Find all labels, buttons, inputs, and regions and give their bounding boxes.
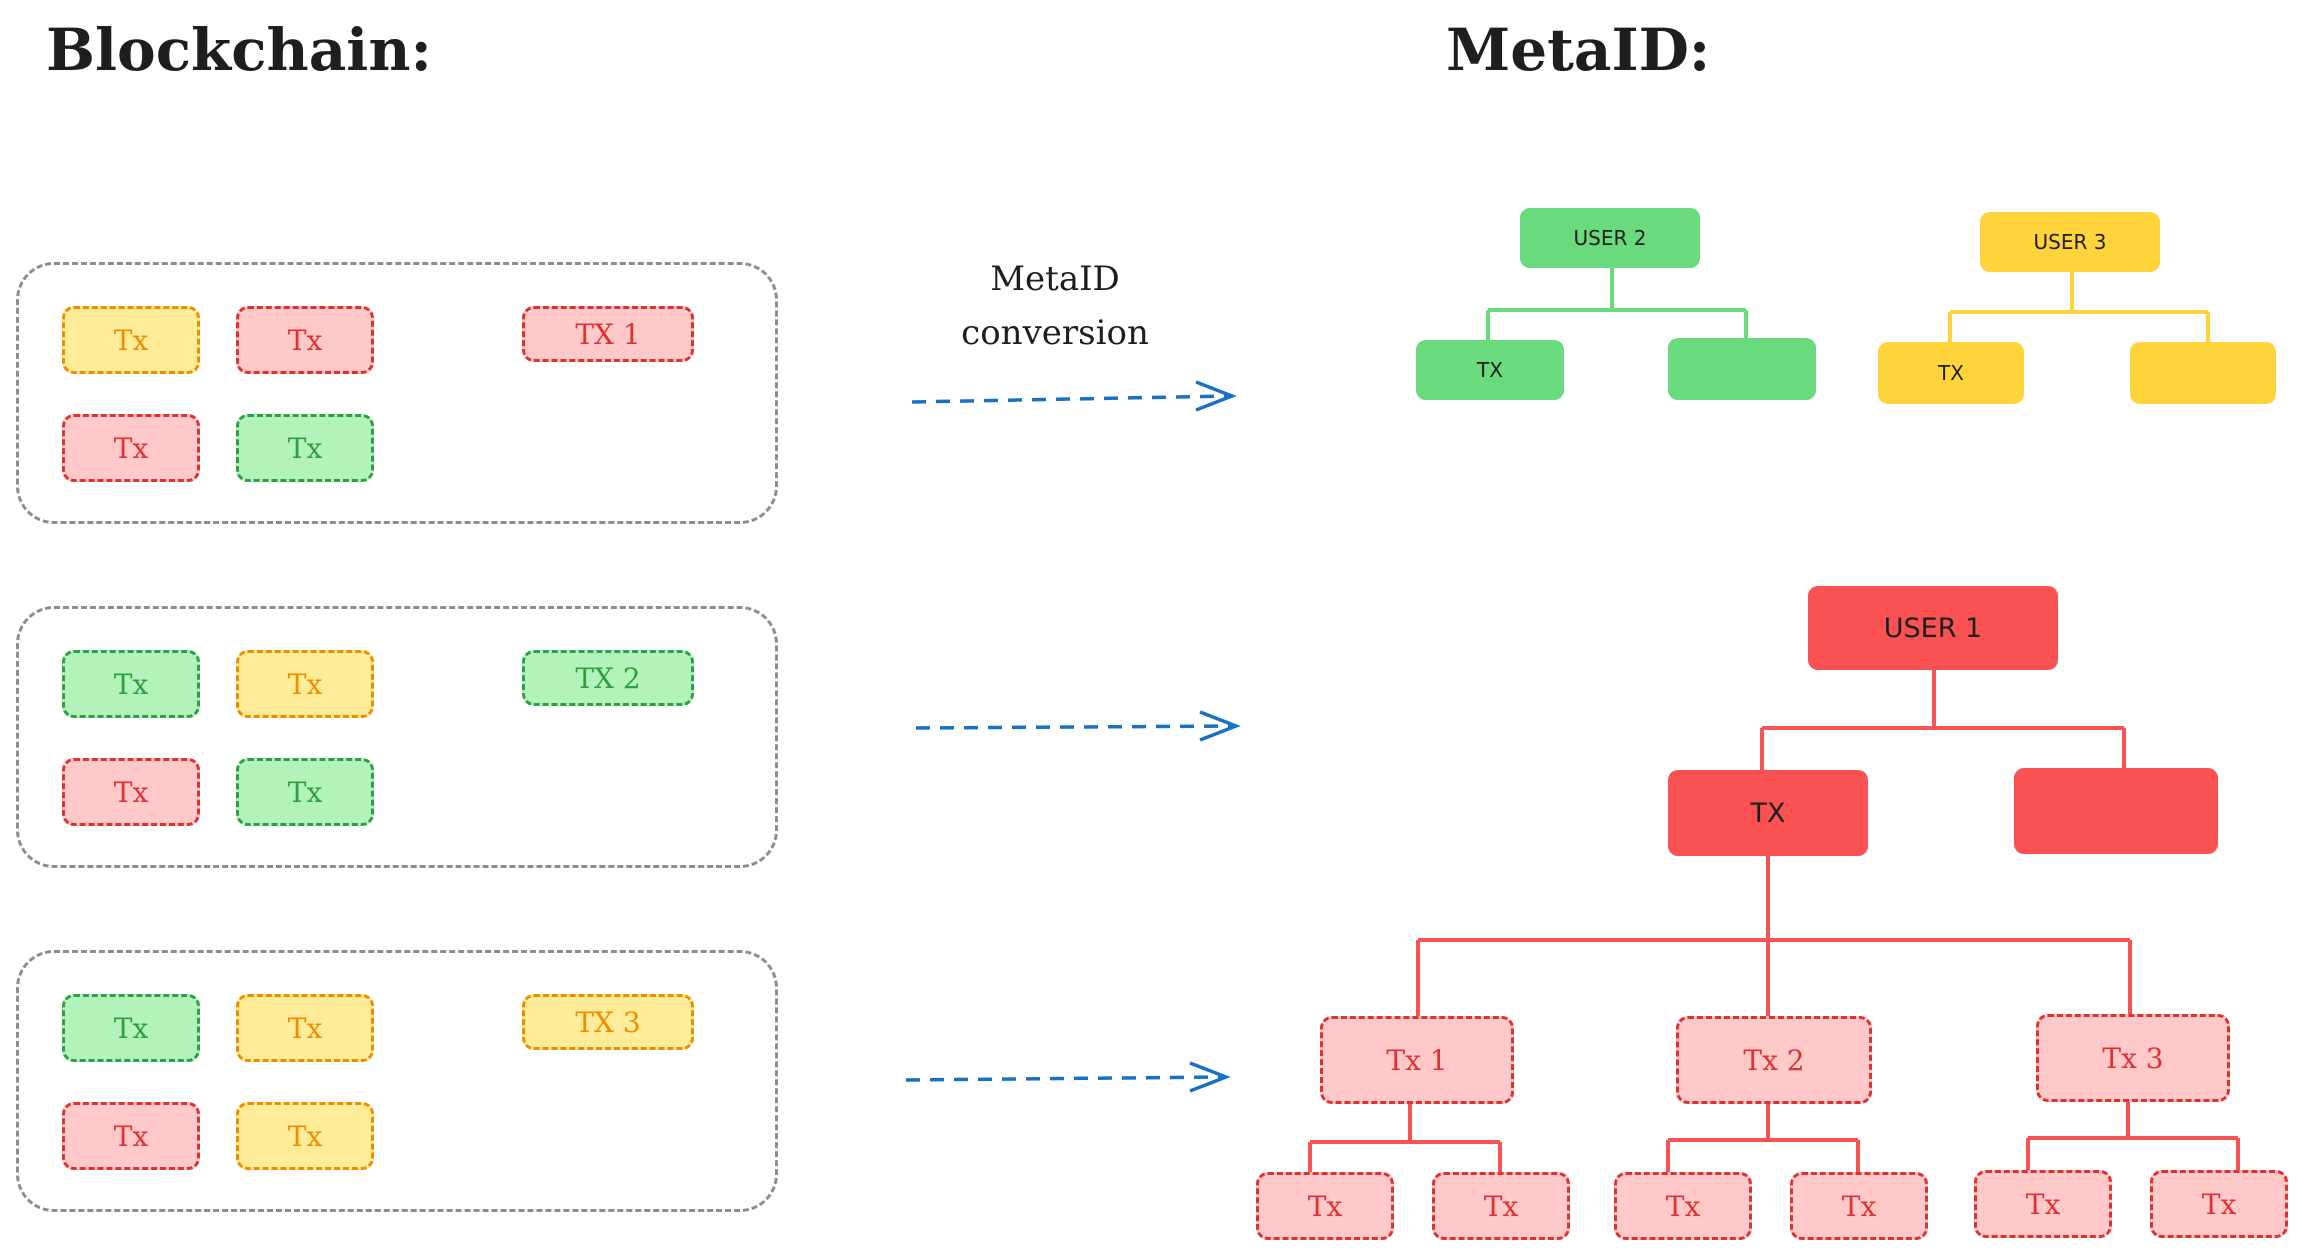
user3-child-empty: [2130, 342, 2276, 404]
user1-leaf-2a: Tx: [1614, 1172, 1752, 1240]
user1-tree-lines: [1308, 670, 2240, 1172]
block2-tx-4: Tx: [62, 758, 200, 826]
block2-tx-3: TX 2: [522, 650, 694, 706]
user1-child-empty: [2014, 768, 2218, 854]
block-group-2: [16, 606, 778, 868]
user2-node: USER 2: [1520, 208, 1700, 268]
user1-grandchild-tx1: Tx 1: [1320, 1016, 1514, 1104]
user1-leaf-3b: Tx: [2150, 1170, 2288, 1238]
user3-child-tx: TX: [1878, 342, 2024, 404]
block2-tx-5: Tx: [236, 758, 374, 826]
block3-tx-3: TX 3: [522, 994, 694, 1050]
block1-tx-5: Tx: [236, 414, 374, 482]
user1-leaf-1a: Tx: [1256, 1172, 1394, 1240]
block1-tx-2: Tx: [236, 306, 374, 374]
user3-tree-lines: [1948, 270, 2210, 342]
user1-grandchild-tx3: Tx 3: [2036, 1014, 2230, 1102]
block1-tx-4: Tx: [62, 414, 200, 482]
block3-tx-2: Tx: [236, 994, 374, 1062]
user1-grandchild-tx2: Tx 2: [1676, 1016, 1872, 1104]
block-group-3: [16, 950, 778, 1212]
user1-leaf-3a: Tx: [1974, 1170, 2112, 1238]
block3-tx-4: Tx: [62, 1102, 200, 1170]
conversion-arrow-3: [905, 1061, 1231, 1093]
block3-tx-5: Tx: [236, 1102, 374, 1170]
conversion-arrow-2: [915, 710, 1241, 742]
block-group-1: [16, 262, 778, 524]
user2-child-tx: TX: [1416, 340, 1564, 400]
conversion-label-line1: MetaID: [990, 259, 1120, 299]
user1-leaf-2b: Tx: [1790, 1172, 1928, 1240]
user1-child-tx: TX: [1668, 770, 1868, 856]
metaid-title: MetaID:: [1446, 16, 1711, 84]
blockchain-title: Blockchain:: [46, 16, 432, 84]
conversion-arrow-1: [911, 380, 1237, 412]
block1-tx-1: Tx: [62, 306, 200, 374]
user1-node: USER 1: [1808, 586, 2058, 670]
conversion-label: MetaID conversion: [935, 252, 1175, 360]
user2-tree-lines: [1486, 266, 1748, 340]
block2-tx-1: Tx: [62, 650, 200, 718]
block2-tx-2: Tx: [236, 650, 374, 718]
user3-node: USER 3: [1980, 212, 2160, 272]
block3-tx-1: Tx: [62, 994, 200, 1062]
block1-tx-3: TX 1: [522, 306, 694, 362]
conversion-label-line2: conversion: [961, 313, 1149, 353]
user1-leaf-1b: Tx: [1432, 1172, 1570, 1240]
user2-child-empty: [1668, 338, 1816, 400]
